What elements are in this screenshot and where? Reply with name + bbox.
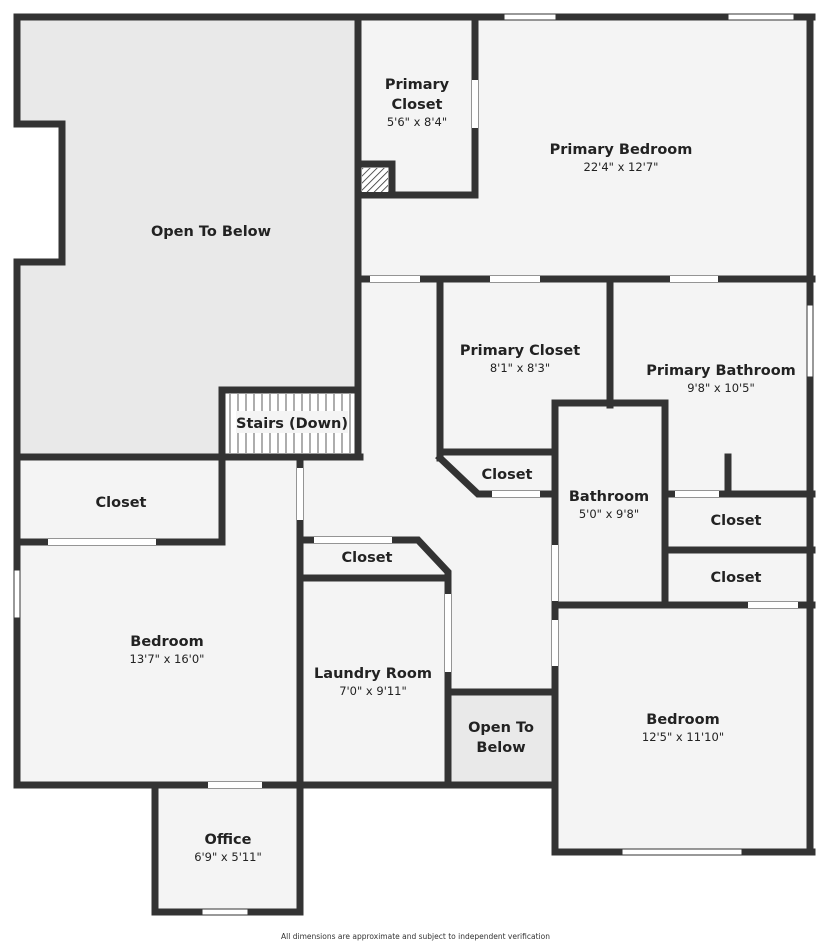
window [806, 304, 814, 378]
open-to-below-label: Open To Below [151, 224, 271, 240]
primary-closet-small-label-2: Closet [392, 97, 443, 113]
window [621, 848, 743, 856]
disclaimer-text: All dimensions are approximate and subje… [281, 932, 550, 941]
primary-closet-label: Primary Closet [460, 343, 580, 359]
open-to-below-small-label-2: Below [476, 740, 525, 756]
door-opening [370, 276, 420, 282]
window [13, 569, 21, 619]
primary-closet-small-dims: 5'6" x 8'4" [387, 115, 447, 129]
primary-closet-small-label-1: Primary [385, 77, 450, 93]
door-opening [297, 468, 303, 520]
closet-angled-label: Closet [482, 467, 533, 483]
room-labels: Open To Below Primary Closet 5'6" x 8'4"… [96, 77, 796, 864]
office-label: Office [205, 832, 252, 848]
bathroom-dims: 5'0" x 9'8" [579, 507, 639, 521]
bedroom-left-floor [20, 458, 300, 783]
door-opening [314, 537, 392, 543]
closet-laundry-floor [300, 540, 448, 578]
open-to-below-area [20, 20, 358, 455]
open-to-below-small-area [448, 692, 555, 783]
primary-bedroom-label: Primary Bedroom [550, 142, 693, 158]
laundry-room-label: Laundry Room [314, 666, 432, 682]
bathroom-label: Bathroom [569, 489, 649, 505]
primary-bedroom-dims: 22'4" x 12'7" [584, 160, 659, 174]
door-opening [552, 620, 558, 666]
door-opening [48, 539, 156, 545]
office-floor [155, 783, 300, 910]
window [727, 13, 795, 21]
floor-areas [20, 20, 810, 910]
primary-bathroom-label: Primary Bathroom [646, 363, 796, 379]
open-to-below-small-label-1: Open To [468, 720, 534, 736]
closet-laundry-label: Closet [342, 550, 393, 566]
door-opening [675, 491, 719, 497]
upper-floor-area [300, 20, 810, 692]
primary-bathroom-dims: 9'8" x 10'5" [687, 381, 755, 395]
door-opening [472, 80, 478, 128]
stairs-label: Stairs (Down) [236, 416, 348, 432]
door-openings [48, 80, 798, 788]
laundry-room-dims: 7'0" x 9'11" [339, 684, 407, 698]
chase-hatch [362, 168, 388, 192]
door-opening [490, 276, 540, 282]
door-opening [670, 276, 718, 282]
primary-closet-dims: 8'1" x 8'3" [490, 361, 550, 375]
door-opening [552, 545, 558, 601]
openings [13, 13, 814, 916]
closet-right-2-label: Closet [711, 570, 762, 586]
window [201, 908, 249, 916]
closet-left-label: Closet [96, 495, 147, 511]
bedroom-right-floor [555, 605, 810, 850]
closet-left-floor [20, 458, 220, 542]
bedroom-left-label: Bedroom [130, 634, 203, 650]
stairs-label-bg [236, 411, 348, 433]
office-dims: 6'9" x 5'11" [194, 850, 262, 864]
closet-right-1-label: Closet [711, 513, 762, 529]
bedroom-right-label: Bedroom [646, 712, 719, 728]
door-opening [445, 594, 451, 672]
laundry-floor [300, 578, 448, 783]
bedroom-right-dims: 12'5" x 11'10" [642, 730, 724, 744]
door-opening [492, 491, 540, 497]
door-opening [748, 602, 798, 608]
bedroom-left-dims: 13'7" x 16'0" [130, 652, 205, 666]
door-opening [208, 782, 262, 788]
window [503, 13, 557, 21]
